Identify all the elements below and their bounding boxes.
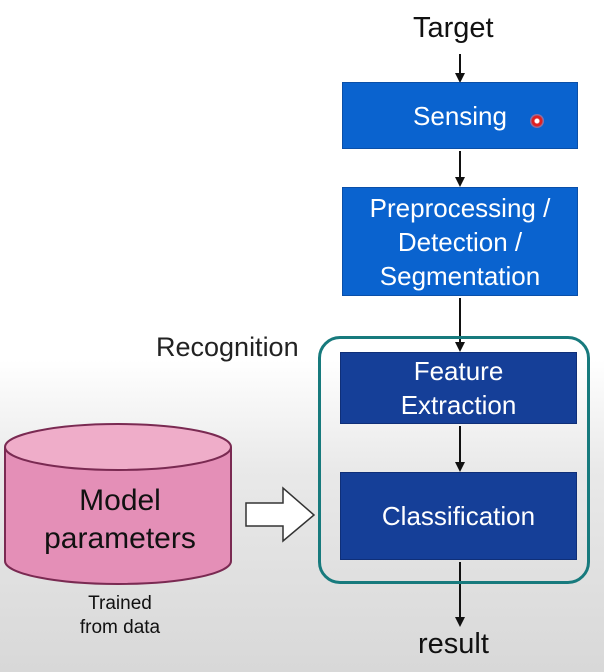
sensing-label: Sensing <box>413 100 507 131</box>
model-parameters-label: Model parameters <box>44 484 196 555</box>
recognition-group-frame <box>318 336 590 584</box>
sensing-box: Sensing <box>342 82 578 149</box>
preprocessing-box: Preprocessing / Detection / Segmentation <box>342 187 578 296</box>
recognition-label: Recognition <box>156 332 299 362</box>
classification-box: Classification <box>340 472 577 560</box>
input-block-arrow <box>245 486 316 543</box>
feature-extraction-label: Feature Extraction <box>400 356 517 420</box>
feature-extraction-box: Feature Extraction <box>340 352 577 424</box>
classification-label: Classification <box>381 501 536 531</box>
trained-from-data-caption: Trained from data <box>79 593 161 638</box>
model-parameters-cylinder <box>4 423 232 585</box>
result-label: result <box>418 628 489 660</box>
cursor-indicator-icon <box>530 114 544 128</box>
target-label: Target <box>413 12 494 44</box>
preprocessing-label: Preprocessing / Detection / Segmentation <box>369 192 551 291</box>
